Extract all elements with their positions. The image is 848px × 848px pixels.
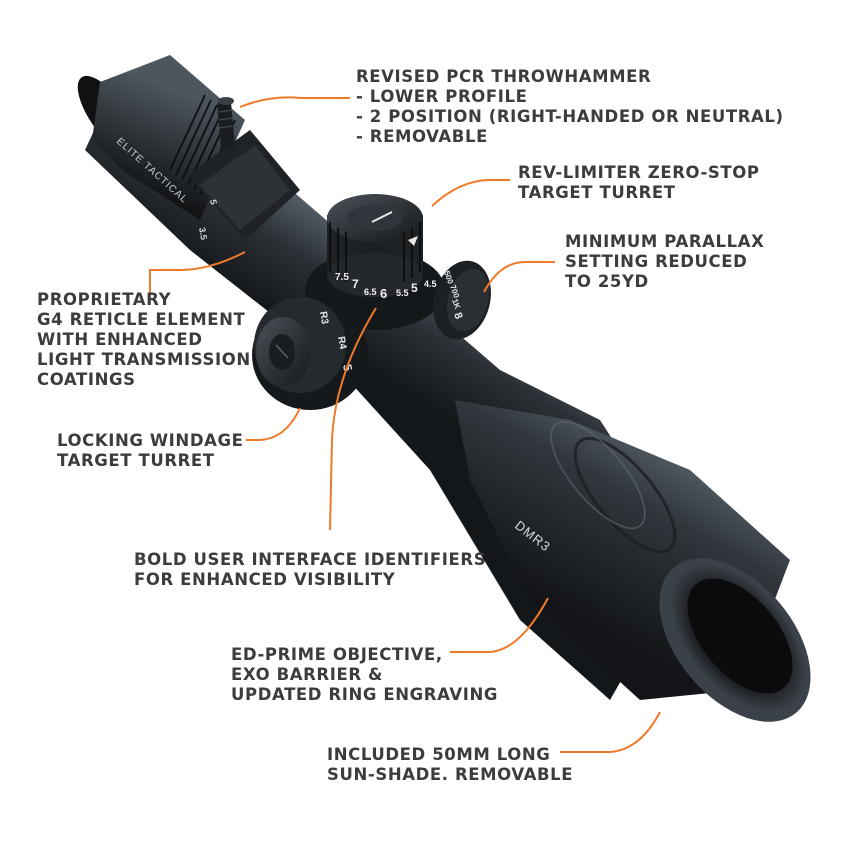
callout-line: WITH ENHANCED bbox=[37, 330, 203, 349]
callout-line: TARGET TURRET bbox=[57, 451, 215, 470]
parallax-mark-8: 8 bbox=[451, 311, 464, 321]
callout-line: ED-PRIME OBJECTIVE, bbox=[231, 645, 443, 664]
callout-line: MINIMUM PARALLAX bbox=[565, 232, 765, 251]
callout-line: SETTING REDUCED bbox=[565, 252, 748, 271]
callout-line: - REMOVABLE bbox=[356, 127, 488, 146]
windage-mark-r4: R4 bbox=[335, 336, 348, 351]
parallax-mark-1k: 1K bbox=[450, 298, 462, 311]
parallax-turret bbox=[433, 260, 491, 340]
parallax-mark-500: 500 bbox=[442, 270, 455, 286]
throwhammer-lever bbox=[217, 97, 235, 151]
parallax-markings: 500 700 1K 8 bbox=[442, 270, 464, 321]
callout-line: SUN-SHADE. REMOVABLE bbox=[327, 765, 574, 784]
magnification-ring-markings: 3.5 5 bbox=[197, 199, 219, 241]
callout-line: LOCKING WINDAGE bbox=[57, 431, 244, 450]
callout-line: TO 25YD bbox=[565, 272, 649, 291]
parallax-mark-700: 700 bbox=[448, 284, 461, 300]
callout-line: BOLD USER INTERFACE IDENTIFIERS bbox=[134, 550, 487, 569]
power-mark-7: 7 bbox=[352, 277, 359, 291]
callout-line: FOR ENHANCED VISIBILITY bbox=[134, 570, 396, 589]
power-mark-5: 5 bbox=[411, 281, 418, 295]
callout-sunshade: INCLUDED 50mm LONG SUN-SHADE. REMOVABLE bbox=[327, 745, 573, 785]
callout-line: UPDATED RING ENGRAVING bbox=[231, 685, 499, 704]
callout-line: REV-LIMITER ZERO-STOP bbox=[518, 163, 760, 182]
power-mark-6: 6 bbox=[380, 286, 387, 301]
callout-line: EXO BARRIER & bbox=[231, 665, 383, 684]
callout-line: TARGET TURRET bbox=[518, 183, 676, 202]
elevation-turret bbox=[305, 194, 445, 330]
eyepiece bbox=[77, 55, 300, 240]
callout-line: G4 RETICLE ELEMENT bbox=[37, 310, 246, 329]
power-mark-4-5: 4.5 bbox=[424, 279, 437, 289]
objective-lens bbox=[659, 558, 811, 722]
callout-line: - LOWER PROFILE bbox=[356, 87, 528, 106]
windage-mark-r3: R3 bbox=[317, 311, 330, 326]
callout-line: - 2 POSITION (RIGHT-HANDED OR NEUTRAL) bbox=[356, 107, 784, 126]
callout-windage: LOCKING WINDAGE TARGET TURRET bbox=[57, 431, 244, 471]
callout-line: PROPRIETARY bbox=[37, 290, 172, 309]
callout-line: INCLUDED 50mm LONG bbox=[327, 745, 551, 764]
callout-objective: ED-PRIME OBJECTIVE, EXO BARRIER & UPDATE… bbox=[231, 645, 498, 705]
power-mark-7-5: 7.5 bbox=[335, 272, 349, 283]
power-mark-5-5: 5.5 bbox=[396, 288, 409, 298]
callout-zero-stop: REV-LIMITER ZERO-STOP TARGET TURRET bbox=[518, 163, 760, 203]
callout-line: COATINGS bbox=[37, 370, 136, 389]
power-ring-markings: 7.5 7 6.5 6 5.5 5 4.5 bbox=[335, 272, 437, 301]
mag-mark-5: 5 bbox=[208, 199, 219, 206]
callout-line: LIGHT TRANSMISSION bbox=[37, 350, 251, 369]
callout-parallax: MINIMUM PARALLAX SETTING REDUCED TO 25YD bbox=[565, 232, 764, 292]
callout-throwhammer: REVISED PCR THROWHAMMER - LOWER PROFILE … bbox=[356, 67, 784, 147]
callout-line: REVISED PCR THROWHAMMER bbox=[356, 67, 652, 86]
power-mark-6-5: 6.5 bbox=[364, 287, 377, 297]
mag-mark-3-5: 3.5 bbox=[197, 227, 209, 241]
callout-reticle: PROPRIETARY G4 RETICLE ELEMENT WITH ENHA… bbox=[37, 290, 251, 390]
callout-interface: BOLD USER INTERFACE IDENTIFIERS FOR ENHA… bbox=[134, 550, 486, 590]
